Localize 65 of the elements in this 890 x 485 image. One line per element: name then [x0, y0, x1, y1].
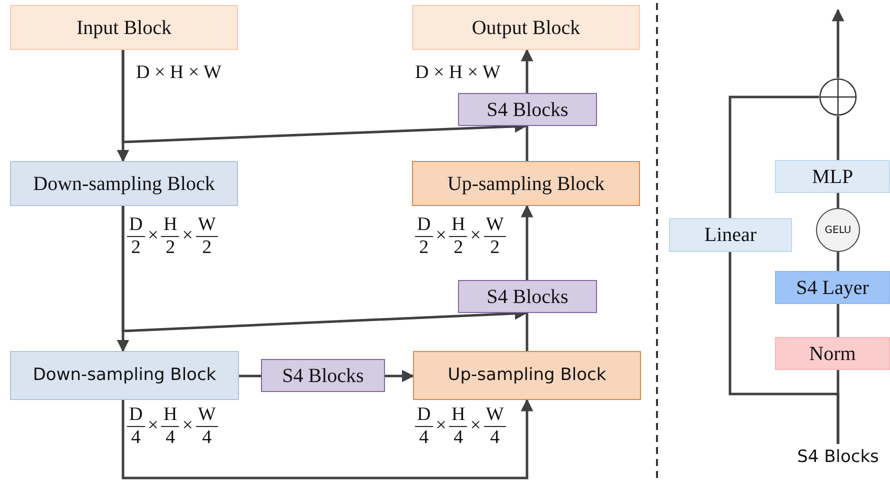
times-sign: × [436, 414, 446, 438]
fraction-denominator: 2 [166, 236, 176, 259]
connector-line [526, 313, 528, 351]
dimension-label: D × H × W [415, 61, 500, 85]
fraction-denominator: 2 [419, 236, 429, 259]
times-sign: × [148, 414, 158, 438]
mlp-box: MLP [775, 160, 890, 193]
connector-line [836, 304, 840, 337]
fraction-numerator: W [196, 214, 218, 237]
s4-layer-box: S4 Layer [775, 271, 890, 304]
fraction-numerator: H [449, 214, 468, 237]
arrow [520, 48, 534, 93]
connector-line [836, 116, 840, 160]
connector-line [526, 126, 528, 161]
arrow [385, 370, 414, 382]
fraction-numerator: D [127, 404, 145, 427]
fraction-numerator: D [415, 404, 433, 427]
arrow [122, 50, 528, 144]
dimension-label: D × H × W [136, 61, 222, 85]
fraction-numerator: W [484, 214, 506, 237]
fraction-denominator: 4 [419, 426, 429, 449]
s4-block: S4 Blocks [261, 359, 385, 392]
connector-line [728, 252, 840, 444]
times-sign: × [470, 414, 481, 438]
block-caption: S4 Blocks [778, 444, 890, 472]
fraction-numerator: W [196, 404, 218, 427]
fraction-denominator: 4 [202, 426, 212, 449]
arrow [832, 8, 844, 78]
norm-box: Norm [775, 337, 890, 370]
sum-circle [819, 78, 857, 116]
fraction-numerator: W [484, 404, 506, 427]
linear-box: Linear [669, 218, 792, 252]
up-sampling-block: Up-sampling Block [412, 161, 640, 206]
times-sign: × [182, 224, 193, 248]
fraction-denominator: 4 [166, 426, 176, 449]
fraction-numerator: D [415, 214, 433, 237]
output-block: Output Block [412, 5, 640, 50]
times-sign: × [148, 224, 158, 248]
times-sign: × [436, 224, 446, 248]
down-sampling-block: Down-sampling Block [10, 351, 239, 400]
fraction-denominator: 4 [454, 426, 464, 449]
times-sign: × [470, 224, 481, 248]
connector-line [836, 252, 840, 271]
down-sampling-block: Down-sampling Block [10, 161, 238, 206]
fraction-numerator: H [161, 404, 180, 427]
arrow [520, 204, 534, 280]
fraction-numerator: H [449, 404, 468, 427]
fraction-denominator: 2 [131, 236, 141, 259]
times-sign: × [182, 414, 193, 438]
input-block: Input Block [10, 5, 238, 50]
arrow [122, 206, 528, 332]
fraction-numerator: D [127, 214, 145, 237]
arrow [122, 398, 534, 480]
s4-block: S4 Blocks [458, 93, 597, 126]
connector-line [728, 96, 819, 218]
fraction-numerator: H [161, 214, 180, 237]
fraction-denominator: 2 [490, 236, 500, 259]
connector-line [239, 374, 261, 378]
fraction-denominator: 4 [131, 426, 141, 449]
fraction-denominator: 2 [454, 236, 464, 259]
connector-line [836, 193, 840, 208]
fraction-denominator: 4 [490, 426, 500, 449]
fraction-denominator: 2 [202, 236, 212, 259]
up-sampling-block: Up-sampling Block [413, 351, 641, 400]
s4-block: S4 Blocks [458, 280, 597, 313]
